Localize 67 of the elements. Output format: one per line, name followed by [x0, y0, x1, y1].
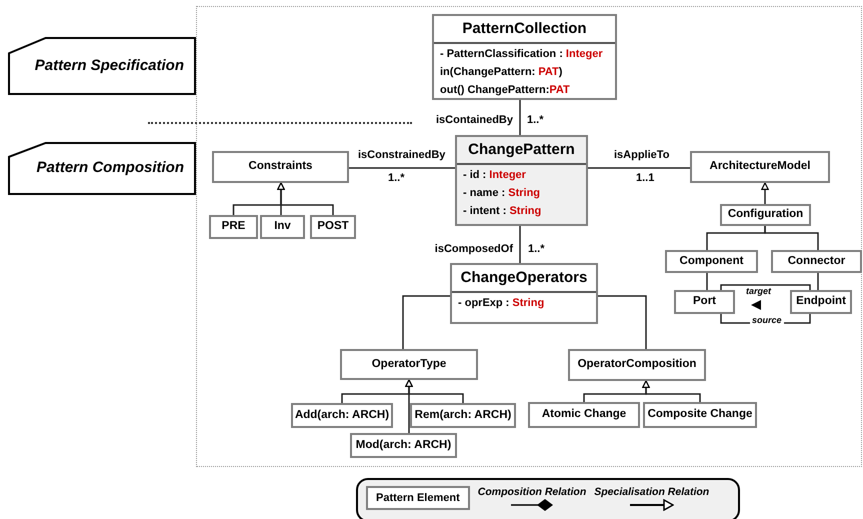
specialisation-arrow: [277, 182, 334, 215]
class-name: Add(arch: ARCH): [294, 408, 390, 423]
class-box: [665, 250, 758, 273]
class-attribute: in(ChangePattern: PAT): [440, 65, 564, 80]
class-name: ChangeOperators: [452, 265, 596, 293]
multiplicity-label: 1..*: [528, 243, 545, 256]
edge-label: isConstrainedBy: [356, 149, 448, 162]
class-attribute: - id : Integer: [463, 168, 527, 183]
class-box: [674, 290, 735, 314]
class-name: OperatorType: [372, 356, 446, 372]
class-name: OperatorComposition: [578, 357, 696, 372]
edge-label: source: [750, 315, 784, 326]
legend-sample-box: Pattern Element: [366, 486, 470, 510]
edge-label: target: [744, 286, 774, 297]
class-attribute: - intent : String: [463, 204, 542, 219]
class-attribute: - oprExp : String: [458, 296, 546, 311]
class-box: [310, 215, 356, 239]
class-box: [291, 403, 393, 428]
class-box: [212, 151, 349, 183]
class-name: PRE: [222, 219, 246, 234]
class-box: [643, 402, 757, 428]
class-name: Endpoint: [796, 294, 846, 310]
class-box: [528, 402, 640, 428]
class-box: [350, 433, 457, 458]
class-box: [340, 349, 478, 380]
class-name: PatternCollection: [434, 16, 615, 44]
class-name: Mod(arch: ARCH): [356, 438, 452, 453]
edge-label: isContainedBy: [434, 114, 515, 127]
edge-label: isApplieTo: [612, 149, 672, 162]
class-box: [209, 215, 258, 239]
class-name: Rem(arch: ARCH): [414, 408, 512, 423]
class-attribute: - name : String: [463, 186, 542, 201]
multiplicity-label: 1..*: [388, 172, 405, 185]
multiplicity-label: 1..1: [636, 172, 654, 185]
class-name: Component: [680, 254, 744, 269]
specialisation-arrow: [761, 182, 769, 204]
class-box: [450, 263, 598, 324]
class-name: Composite Change: [648, 407, 752, 422]
class-attribute: out() ChangePattern:PAT: [440, 83, 571, 98]
multiplicity-label: 1..*: [527, 114, 544, 127]
class-name: Connector: [788, 254, 846, 269]
section-title: Pattern Specification: [34, 56, 184, 76]
class-name: Port: [693, 294, 716, 310]
class-attribute: - PatternClassification : Integer: [440, 47, 604, 62]
legend-label: Composition Relation: [478, 485, 586, 499]
specialisation-arrow: [642, 380, 701, 402]
edge-label: isComposedOf: [432, 243, 515, 256]
class-name: Inv: [274, 219, 291, 234]
class-name: Atomic Change: [542, 407, 626, 422]
section-title: Pattern Composition: [36, 158, 184, 178]
class-box: [410, 403, 516, 428]
association-line: [720, 284, 811, 290]
class-box: [690, 151, 830, 183]
class-name: Constraints: [248, 159, 312, 174]
class-box: [260, 215, 305, 239]
class-name: ArchitectureModel: [710, 159, 810, 174]
class-box: [568, 349, 706, 381]
class-box: [455, 135, 588, 226]
class-box: [771, 250, 862, 273]
class-name: POST: [317, 219, 349, 234]
specialisation-arrow: [405, 379, 464, 403]
class-box: [790, 290, 852, 314]
class-box: [432, 14, 617, 100]
class-name: Configuration: [728, 207, 804, 222]
class-box: [720, 204, 811, 226]
class-name: ChangePattern: [457, 137, 586, 165]
legend-label: Specialisation Relation: [594, 485, 710, 499]
